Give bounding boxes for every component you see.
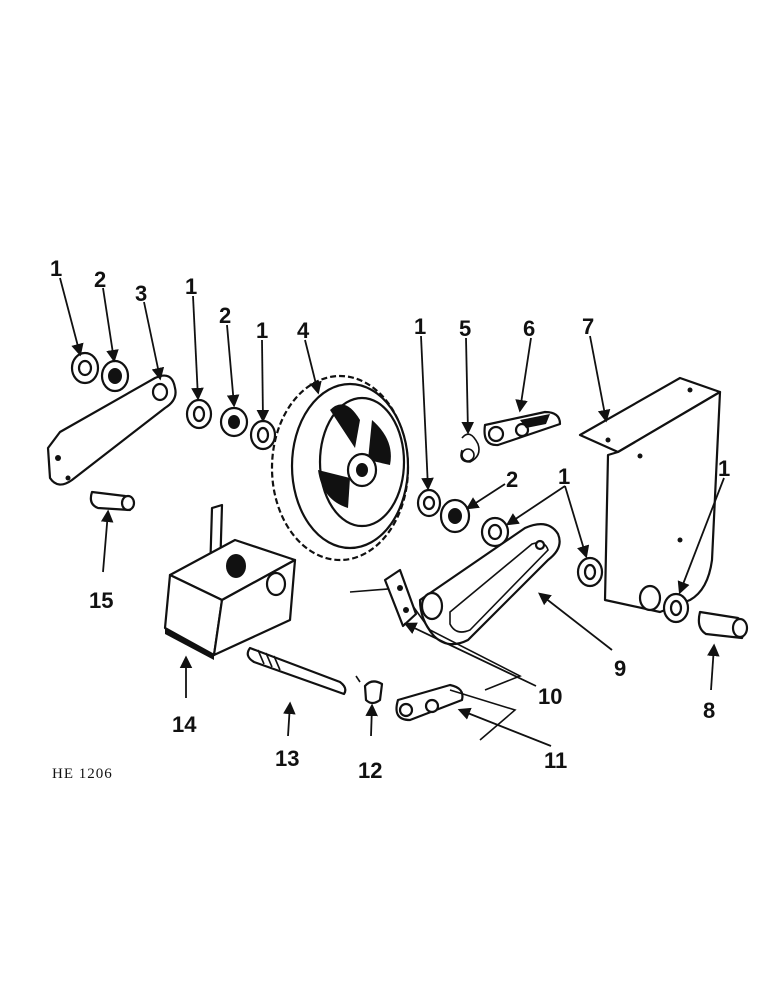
pin-part: [697, 610, 749, 640]
callout-label: 14: [172, 712, 197, 737]
washer-part: [70, 351, 100, 385]
callout-label: 8: [703, 698, 715, 723]
callout-label: 2: [219, 303, 231, 328]
callout-label: 5: [459, 316, 471, 341]
callout-label: 1: [558, 464, 570, 489]
callout-label: 2: [506, 467, 518, 492]
callout-label: 6: [523, 316, 535, 341]
callout-label: 1: [718, 456, 730, 481]
callout-label: 11: [544, 748, 567, 773]
washer-part: [249, 419, 277, 451]
callout-label: 9: [614, 656, 626, 681]
callout-label: 4: [297, 318, 310, 343]
pin-part: [89, 490, 136, 512]
bushing-part: [100, 359, 130, 393]
washer-part: [416, 488, 442, 518]
callout-label: 12: [358, 758, 382, 783]
tensioner-block-part: [163, 503, 297, 660]
leader-lines: [59, 277, 725, 747]
callout-label: 1: [414, 314, 426, 339]
bracket-plate-part: [578, 376, 722, 614]
washer-part: [576, 556, 604, 588]
washer-part: [480, 516, 510, 548]
fitting-part: [355, 675, 384, 705]
chain-link-part: [483, 410, 562, 447]
washer-part: [185, 398, 213, 430]
callout-label: 1: [256, 318, 268, 343]
bushing-part: [439, 498, 471, 534]
chain-link-part: [395, 683, 517, 741]
bushing-part: [219, 406, 249, 438]
shaft-part: [246, 646, 347, 696]
callout-label: 7: [582, 314, 594, 339]
figure-code: HE 1206: [52, 766, 113, 782]
lever-plate-part: [349, 568, 522, 691]
callout-label: 1: [185, 274, 197, 299]
callout-label: 1: [50, 256, 62, 281]
link-arm-part: [46, 374, 177, 486]
callout-label: 15: [89, 588, 113, 613]
washer-part: [662, 592, 690, 624]
callout-label: 13: [275, 746, 299, 771]
spring-clip-part: [460, 433, 480, 463]
callout-label: 10: [538, 684, 562, 709]
callout-label: 2: [94, 267, 106, 292]
callout-label: 3: [135, 281, 147, 306]
sprocket-wheel-part: [270, 374, 410, 562]
